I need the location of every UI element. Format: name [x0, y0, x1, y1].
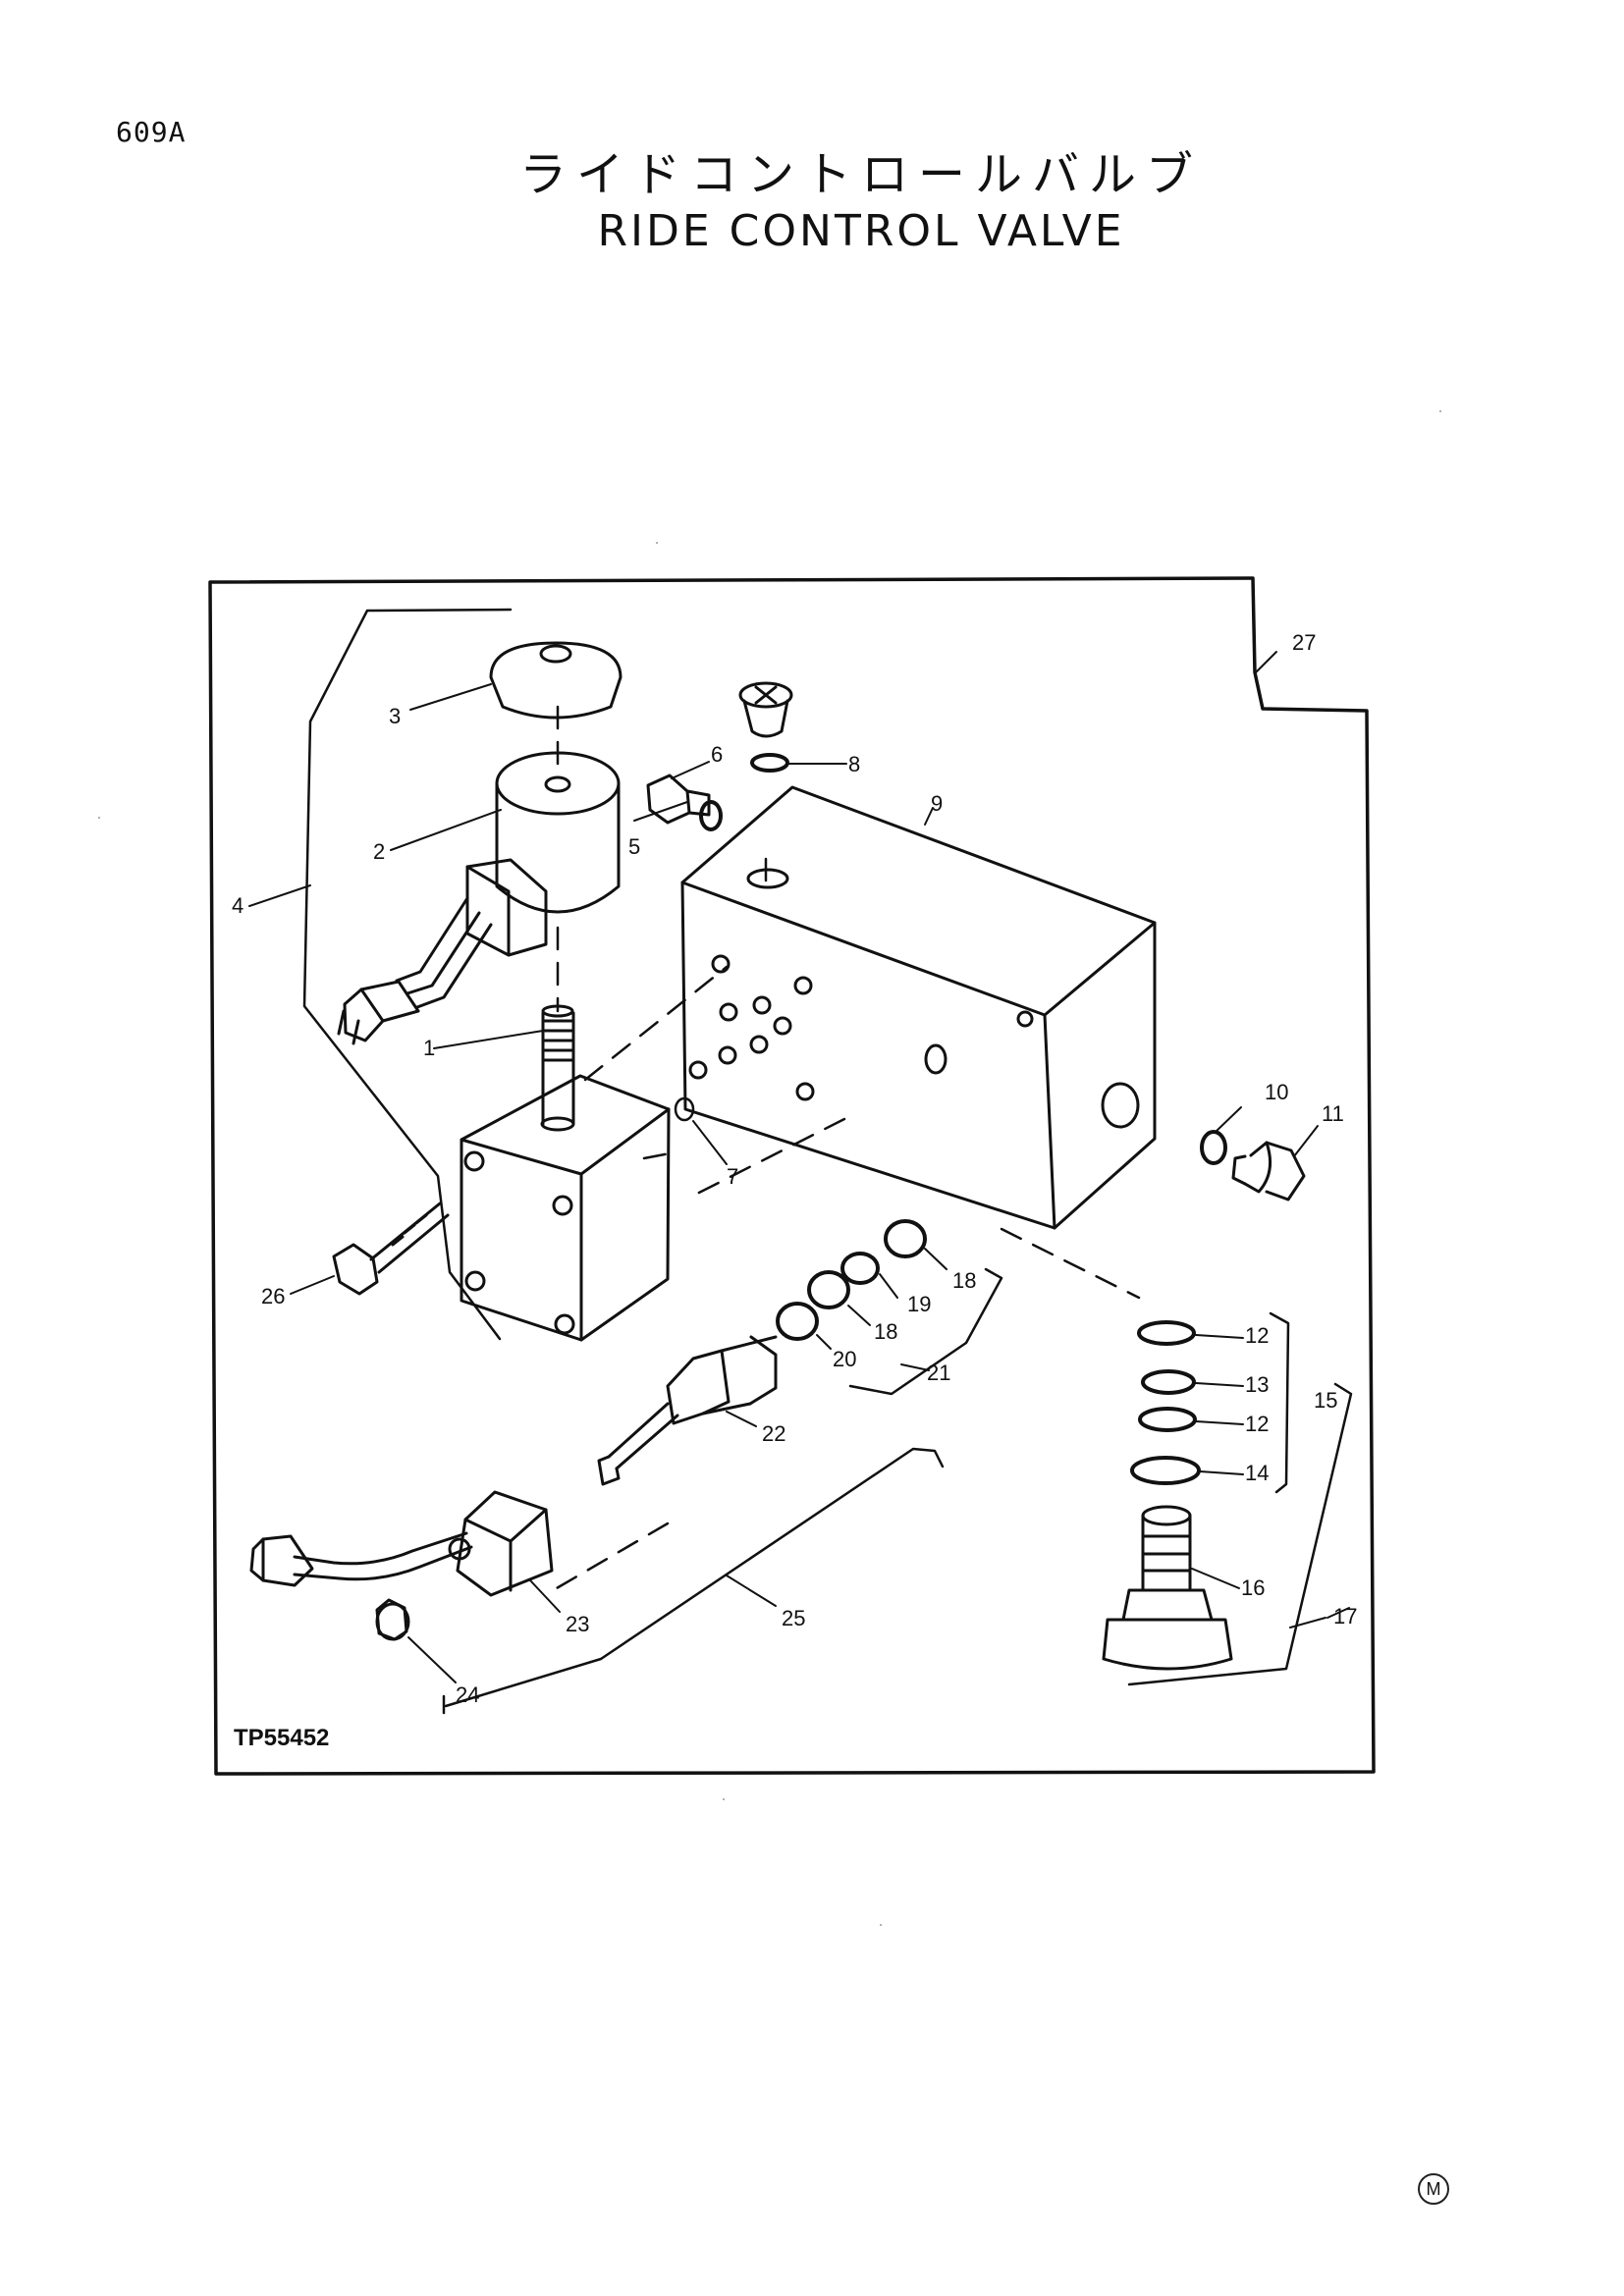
bracket-21 [848, 1267, 1003, 1396]
callout-13: 13 [1245, 1372, 1269, 1397]
callout-10: 10 [1265, 1080, 1288, 1104]
callout-7: 7 [727, 1164, 738, 1189]
bracket-4 [302, 608, 513, 1341]
callout-17: 17 [1333, 1604, 1357, 1629]
page-code: 609A [116, 116, 187, 148]
nut-24 [375, 1598, 410, 1641]
seal-stack-15 [1130, 1320, 1201, 1485]
diagram-frame [208, 576, 1376, 1776]
scan-speck [98, 817, 100, 819]
diagram-reference-code: TP55452 [234, 1725, 329, 1751]
callout-11: 11 [1322, 1101, 1344, 1126]
seal-stack-21 [776, 1219, 927, 1341]
callout-21: 21 [927, 1361, 950, 1385]
callout-25: 25 [782, 1606, 805, 1630]
callout-2: 2 [373, 839, 385, 864]
corner-mark: M [1418, 2173, 1449, 2205]
title-japanese: ライドコントロールバルブ [518, 147, 1203, 202]
seal-7 [674, 1096, 695, 1122]
fitting-6 [646, 774, 723, 831]
scan-speck [880, 1924, 882, 1926]
scan-speck [723, 1798, 725, 1800]
callout-18a: 18 [952, 1268, 976, 1293]
callout-15: 15 [1314, 1388, 1337, 1413]
page-title: ライドコントロールバルブ RIDE CONTROL VALVE [0, 135, 1624, 256]
callout-5: 5 [628, 834, 640, 859]
callout-9: 9 [931, 791, 943, 816]
callout-27: 27 [1292, 630, 1316, 655]
plug-8 [738, 681, 793, 773]
manifold-block-9 [680, 785, 1157, 1230]
callout-1: 1 [423, 1036, 435, 1060]
callout-16: 16 [1241, 1575, 1265, 1600]
scan-speck [656, 542, 658, 544]
callout-6: 6 [711, 742, 723, 767]
callout-19: 19 [907, 1292, 931, 1316]
callout-4: 4 [232, 893, 244, 918]
scan-speck [1439, 410, 1441, 412]
callout-12a: 12 [1245, 1323, 1269, 1348]
callout-20: 20 [833, 1347, 856, 1371]
title-english: RIDE CONTROL VALVE [597, 206, 1125, 256]
callout-26: 26 [261, 1284, 285, 1308]
callout-14: 14 [1245, 1461, 1269, 1485]
solenoid-block [460, 1074, 671, 1342]
leader-lines [248, 651, 1350, 1683]
bolt-26 [332, 1201, 450, 1296]
callout-22: 22 [762, 1421, 785, 1446]
cap-3 [489, 641, 623, 720]
callout-24: 24 [456, 1682, 479, 1707]
callout-18b: 18 [874, 1319, 897, 1344]
stem-1 [540, 1004, 575, 1132]
bracket-17 [1127, 1382, 1353, 1686]
valve-22 [597, 1335, 778, 1486]
callout-23: 23 [566, 1612, 589, 1636]
callout-12b: 12 [1245, 1412, 1269, 1436]
callout-8: 8 [848, 752, 860, 776]
bracket-15 [1269, 1311, 1290, 1494]
connector-23 [249, 1490, 554, 1597]
alignment-lines [548, 705, 1141, 1594]
plug-11 [1200, 1130, 1306, 1201]
cartridge-16 [1102, 1505, 1233, 1671]
bracket-25 [444, 1447, 945, 1708]
coil-2 [337, 751, 621, 1045]
callout-3b: 3 [389, 704, 401, 728]
